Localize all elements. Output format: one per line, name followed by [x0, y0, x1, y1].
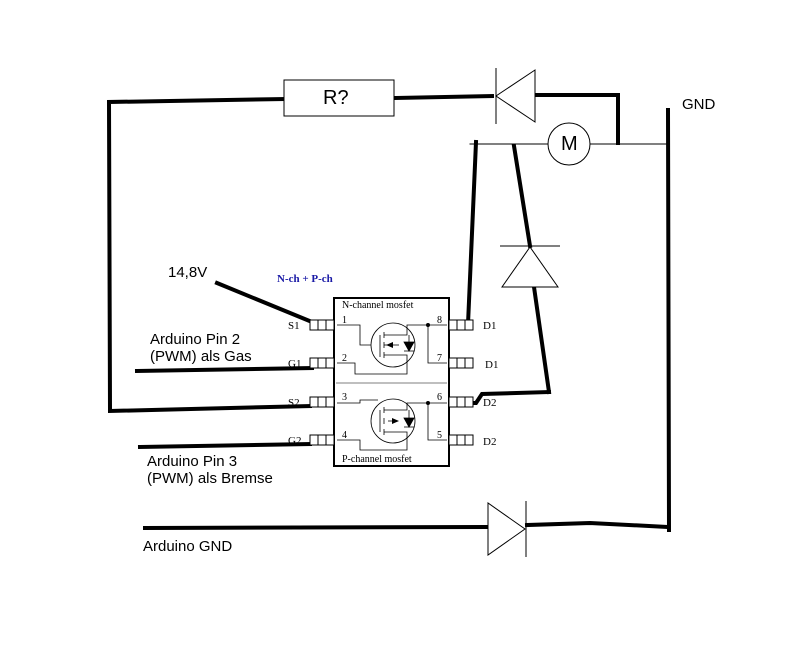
wire-arduino-gnd — [142, 524, 489, 531]
wire-d1-to-motor — [446, 139, 479, 326]
pin-label-g2: G2 — [288, 435, 302, 447]
pin-number-4: 4 — [342, 430, 347, 441]
pin2-label-line1: Arduino Pin 2 — [150, 331, 241, 348]
pin-number-8: 8 — [437, 315, 442, 326]
p-node-dot — [426, 401, 430, 405]
pin-label-d1-top: D1 — [483, 320, 497, 332]
pin-number-1: 1 — [342, 315, 347, 326]
pin-label-s1: S1 — [288, 320, 300, 332]
wire-resistor-to-diode — [393, 93, 495, 101]
chip-pins — [309, 319, 474, 446]
pin-label-d2-top: D2 — [483, 397, 497, 409]
gnd-label: GND — [682, 96, 716, 113]
top-diode-symbol — [495, 68, 536, 124]
gnd-diode-symbol — [487, 501, 527, 557]
pin-number-7: 7 — [437, 353, 442, 364]
wire-gnd-diode-to-rail — [524, 520, 671, 530]
pin-label-s2: S2 — [288, 397, 300, 409]
wire-motor-to-flyback-diode — [511, 143, 533, 249]
pin-number-3: 3 — [342, 392, 347, 403]
motor-circle — [547, 122, 591, 166]
pin-number-6: 6 — [437, 392, 442, 403]
supply-label: 14,8V — [168, 264, 208, 281]
chip-type-label: N-ch + P-ch — [277, 273, 333, 285]
pin3-label-line1: Arduino Pin 3 — [147, 453, 238, 470]
arduino-gnd-label: Arduino GND — [143, 538, 233, 555]
pin2-label-line2: (PWM) als Gas — [150, 348, 252, 365]
wire-supply-to-s1 — [214, 280, 315, 325]
chip-title-top: N-channel mosfet — [342, 300, 414, 311]
pin-number-2: 2 — [342, 353, 347, 364]
resistor-body — [283, 79, 395, 117]
wire-gnd-rail — [665, 107, 672, 533]
n-gate-arrow — [386, 342, 393, 348]
wire-resistor-to-s2 — [106, 96, 313, 414]
pin-label-g1: G1 — [288, 358, 302, 370]
resistor-label: R? — [323, 87, 349, 109]
wire-pin3-to-g2 — [137, 441, 313, 450]
pin-number-5: 5 — [437, 430, 442, 441]
wire-flyback-diode-to-d2 — [531, 284, 552, 395]
p-gate-arrow — [392, 418, 399, 424]
chip-title-bottom: P-channel mosfet — [342, 454, 412, 465]
pin-label-d1-bottom: D1 — [485, 359, 499, 371]
motor-label: M — [561, 133, 578, 155]
flyback-diode-symbol — [500, 245, 560, 288]
pin-label-d2-bottom: D2 — [483, 436, 497, 448]
pin3-label-line2: (PWM) als Bremse — [147, 470, 273, 487]
n-node-dot — [426, 323, 430, 327]
wire-diode-to-motor-node — [533, 93, 620, 145]
wire-pin2-to-g1 — [134, 365, 315, 374]
